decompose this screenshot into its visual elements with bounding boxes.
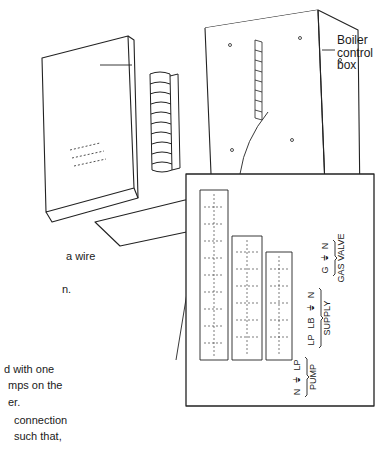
ground-symbol: ⏚ xyxy=(321,255,330,261)
note-text: d with one xyxy=(4,364,54,376)
terminal-name: LP xyxy=(307,334,316,345)
note-text: connection xyxy=(14,415,67,427)
note-text: a wire xyxy=(66,251,95,263)
terminal-name: N xyxy=(321,243,330,250)
group-label: PUMP xyxy=(309,364,318,390)
ground-symbol: ⏚ xyxy=(307,305,316,311)
note-text: n. xyxy=(62,284,71,296)
terminal-name: LP xyxy=(293,359,302,370)
terminal-name: G xyxy=(321,266,330,273)
note-text: er. xyxy=(8,397,20,409)
part-label: Boiler control box xyxy=(337,34,383,72)
terminal-name: N xyxy=(307,292,316,299)
terminal-name: LB xyxy=(307,317,316,328)
note-text: mps on the xyxy=(8,380,62,392)
ground-symbol: ⏚ xyxy=(293,377,302,383)
terminal-name: N xyxy=(293,389,302,396)
note-text: such that, xyxy=(14,431,62,443)
group-label: GAS VALVE xyxy=(337,233,346,282)
group-label: SUPPLY xyxy=(323,301,332,336)
